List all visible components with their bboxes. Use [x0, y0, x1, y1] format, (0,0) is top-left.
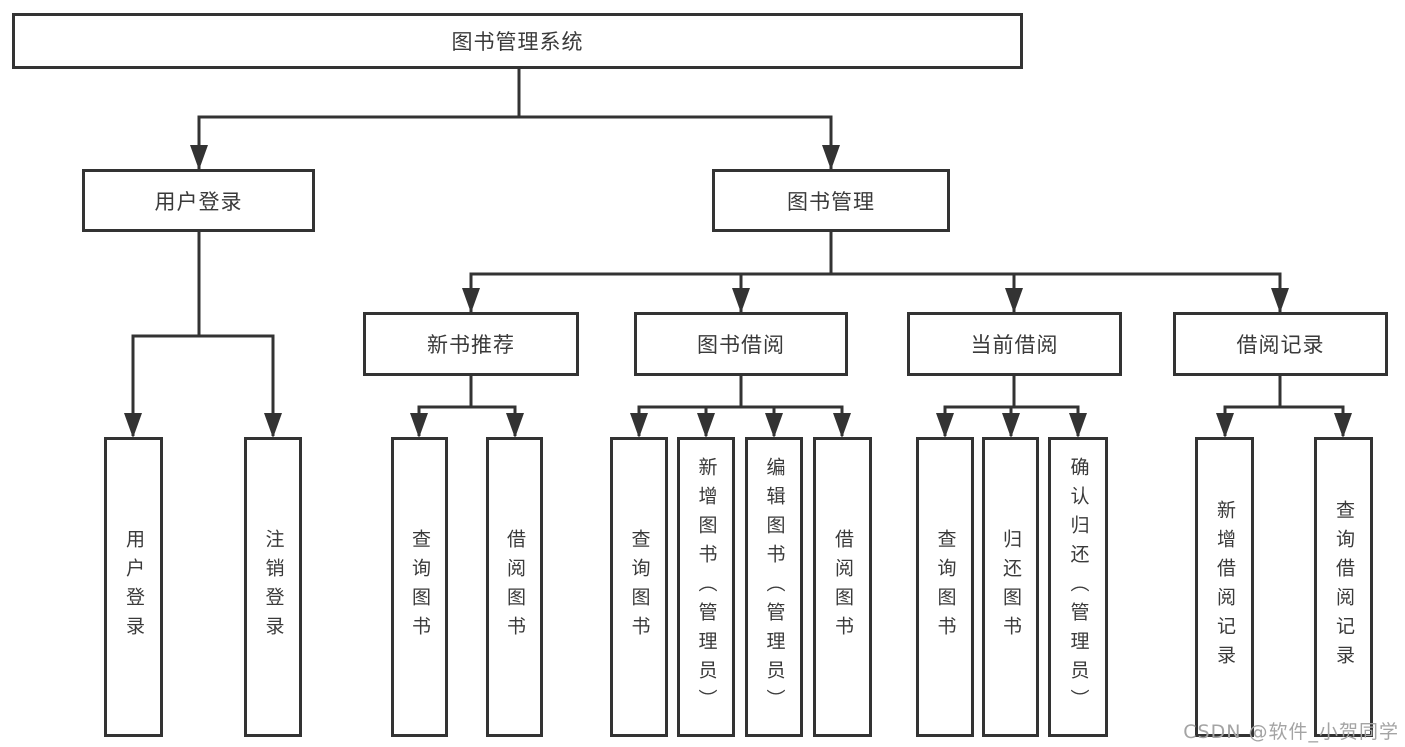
node-library-management-system-label: 图书管理系统 — [451, 30, 584, 54]
node-new-book-recommend-label: 新书推荐 — [427, 333, 515, 357]
leaf-borrow-book-2: 借阅图书 — [813, 437, 872, 737]
leaf-borrow-book-1: 借阅图书 — [486, 437, 543, 737]
leaf-confirm-return-label: 确认归还（管理员） — [1067, 456, 1090, 718]
node-borrow-records-label: 借阅记录 — [1236, 333, 1325, 357]
leaf-borrow-book-2-label: 借阅图书 — [832, 529, 854, 645]
leaf-return-book-label: 归还图书 — [1000, 529, 1022, 645]
leaf-query-book-2-label: 查询图书 — [628, 529, 651, 645]
node-book-management: 图书管理 — [712, 169, 950, 232]
leaf-logout: 注销登录 — [244, 437, 302, 737]
node-user-login: 用户登录 — [82, 169, 315, 232]
leaf-query-book-1-label: 查询图书 — [409, 529, 431, 645]
leaf-query-book-1: 查询图书 — [391, 437, 448, 737]
node-current-borrow-label: 当前借阅 — [970, 333, 1059, 357]
leaf-logout-label: 注销登录 — [262, 529, 285, 645]
leaf-query-borrow-record: 查询借阅记录 — [1314, 437, 1373, 737]
leaf-edit-book-label: 编辑图书（管理员） — [763, 456, 786, 718]
connector-lines — [131, 67, 1345, 436]
leaf-confirm-return: 确认归还（管理员） — [1048, 437, 1108, 737]
leaf-user-login: 用户登录 — [104, 437, 163, 737]
leaf-query-book-3: 查询图书 — [916, 437, 974, 737]
leaf-query-book-2: 查询图书 — [610, 437, 668, 737]
node-new-book-recommend: 新书推荐 — [363, 312, 579, 376]
node-user-login-label: 用户登录 — [154, 189, 243, 214]
node-book-management-label: 图书管理 — [787, 189, 875, 214]
node-book-borrow-label: 图书借阅 — [697, 333, 785, 357]
node-current-borrow: 当前借阅 — [907, 312, 1122, 376]
csdn-watermark: CSDN @软件_小贺同学 — [1183, 721, 1399, 743]
leaf-user-login-label: 用户登录 — [123, 529, 145, 645]
node-library-management-system: 图书管理系统 — [12, 13, 1023, 69]
leaf-add-borrow-record: 新增借阅记录 — [1195, 437, 1254, 737]
leaf-add-book-label: 新增图书（管理员） — [695, 456, 718, 718]
leaf-query-borrow-record-label: 查询借阅记录 — [1333, 500, 1355, 674]
leaf-borrow-book-1-label: 借阅图书 — [504, 529, 526, 645]
leaf-add-book: 新增图书（管理员） — [677, 437, 735, 737]
leaf-query-book-3-label: 查询图书 — [934, 529, 957, 645]
arrowheads — [124, 145, 1352, 438]
leaf-edit-book: 编辑图书（管理员） — [745, 437, 803, 737]
node-book-borrow: 图书借阅 — [634, 312, 848, 376]
leaf-add-borrow-record-label: 新增借阅记录 — [1214, 500, 1236, 674]
leaf-return-book: 归还图书 — [982, 437, 1039, 737]
node-borrow-records: 借阅记录 — [1173, 312, 1388, 376]
